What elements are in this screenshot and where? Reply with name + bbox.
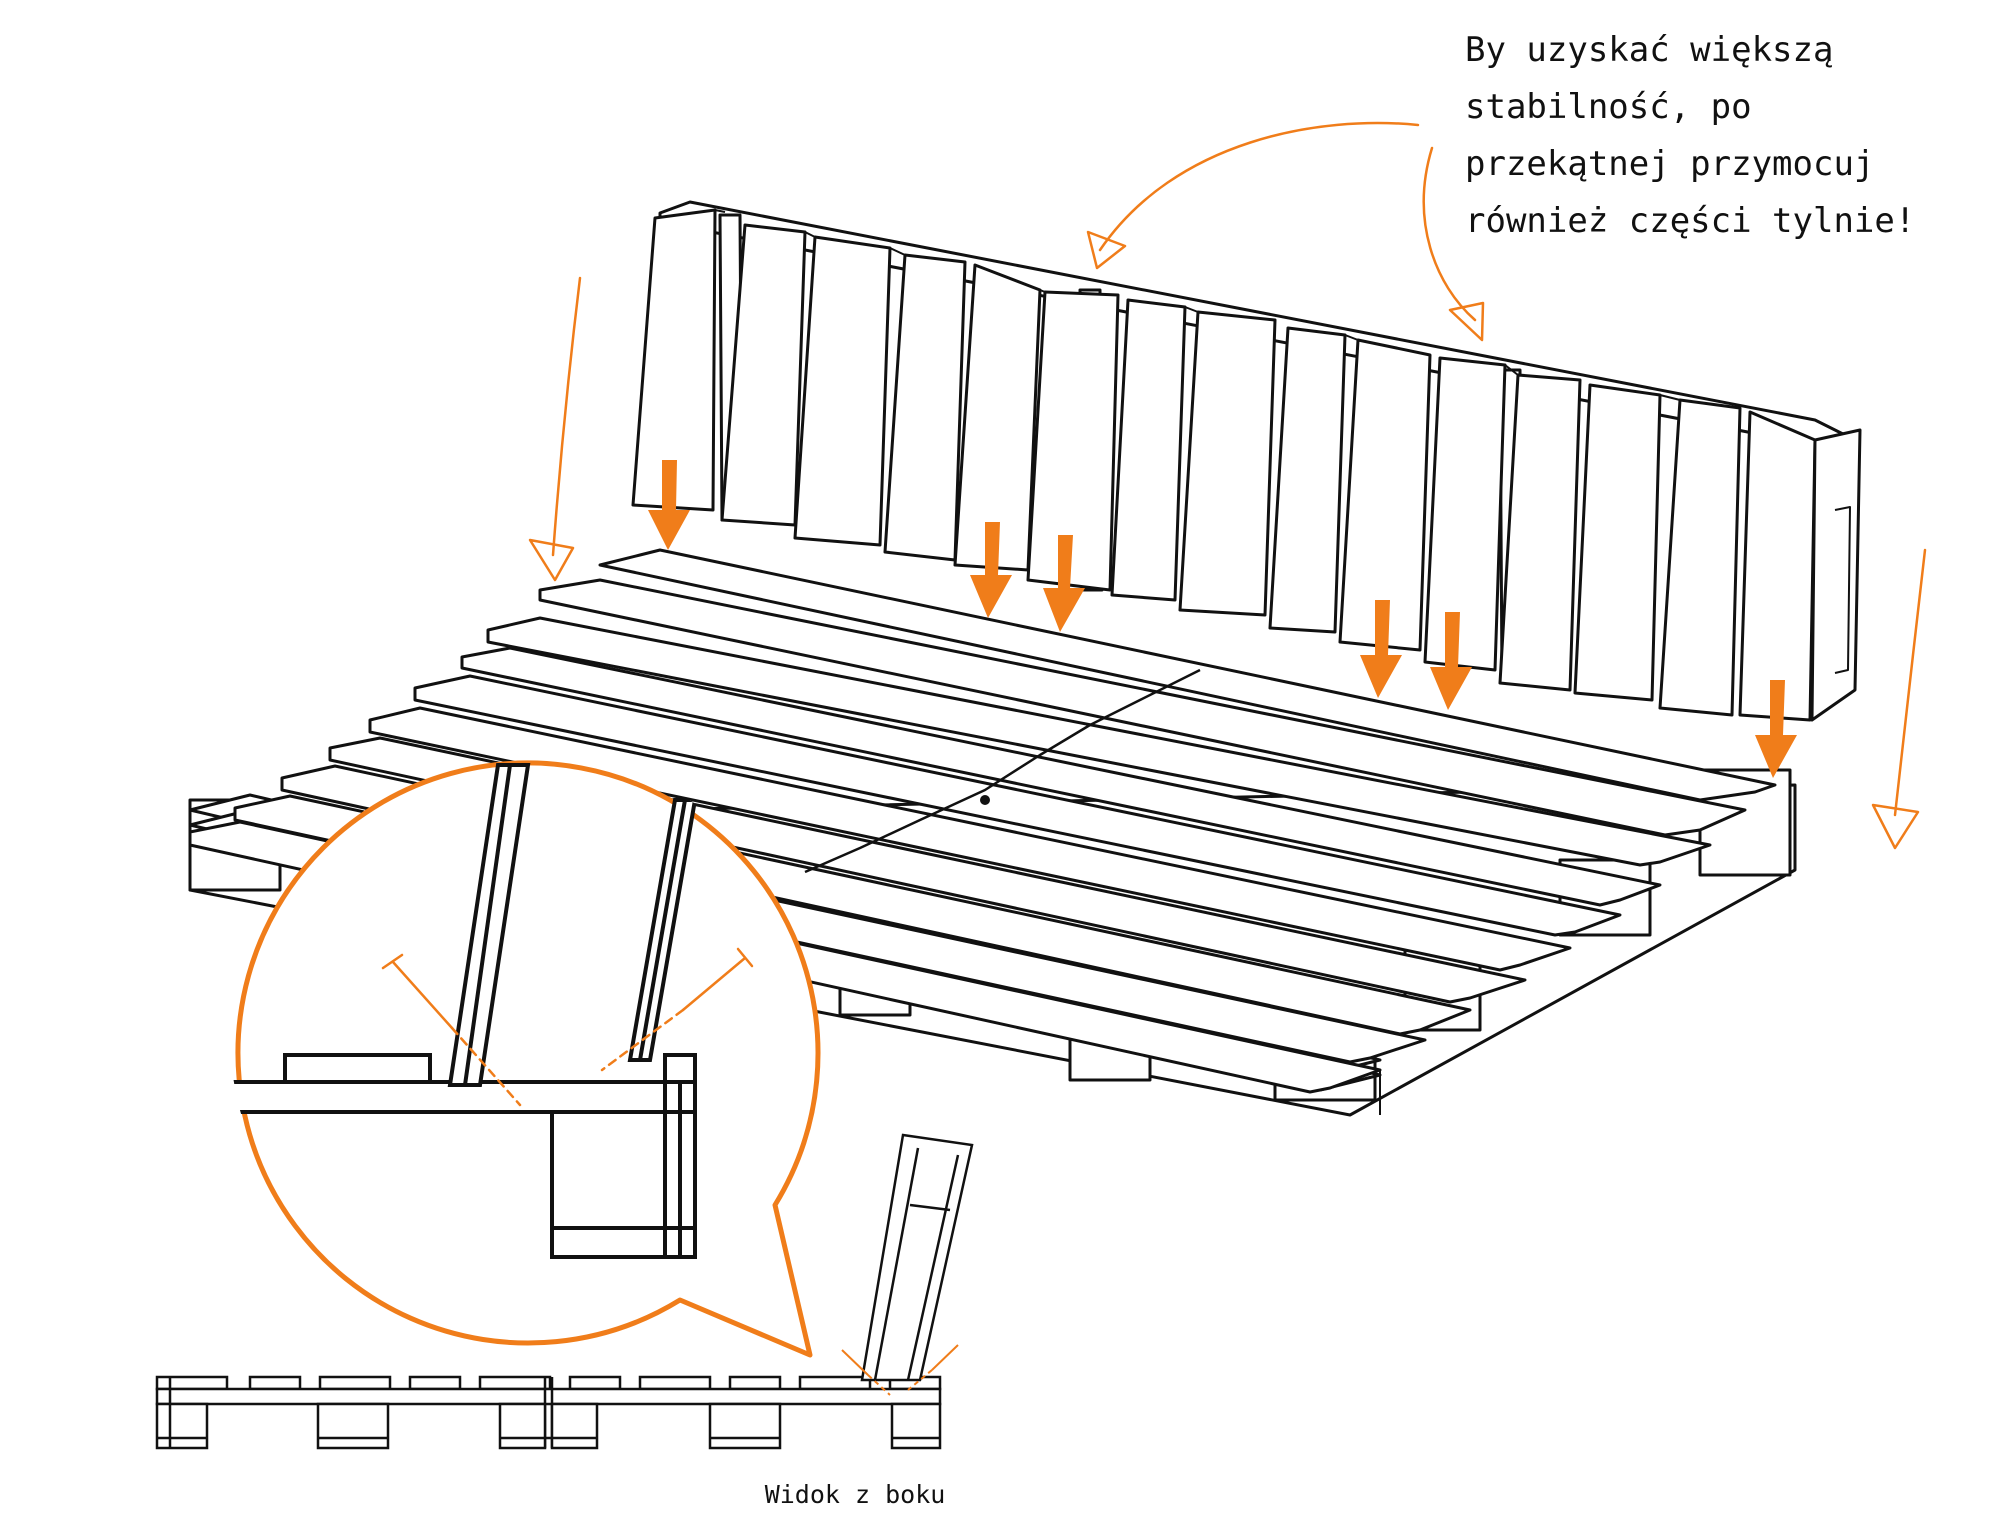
detail-callout — [230, 760, 821, 1358]
down-arrow-icon — [648, 460, 690, 550]
backrest-slat — [1026, 290, 1120, 592]
backrest-slat — [1268, 326, 1347, 634]
seat-deck-board — [413, 674, 1622, 937]
detail-block — [550, 1110, 697, 1259]
placement-arrows — [648, 460, 1797, 778]
backrest-slat — [1178, 310, 1277, 617]
down-arrow-icon — [1360, 600, 1402, 698]
down-arrow-icon — [970, 522, 1012, 618]
backrest-slat — [1658, 398, 1742, 717]
guide-arrows — [528, 121, 1927, 850]
backrest-slat — [793, 235, 892, 547]
left-guide-arrow-icon — [528, 276, 582, 582]
note-line: również części tylnie! — [1465, 201, 1916, 241]
down-arrow-icon — [1755, 680, 1797, 778]
down-arrow-icon — [1043, 535, 1085, 632]
side-view-backrest — [860, 1133, 974, 1382]
note-line: przekątnej przymocuj — [1465, 144, 1875, 184]
backrest-slat — [1573, 383, 1662, 702]
curved-arrow-down-icon — [1422, 146, 1485, 342]
backrest-slat — [1738, 410, 1817, 722]
detail-top-plank — [230, 1080, 697, 1114]
side-view — [155, 1133, 974, 1450]
down-arrow-icon — [1430, 612, 1472, 710]
note-line: By uzyskać większą — [1465, 30, 1834, 70]
screw-icon — [600, 947, 754, 1072]
seat-deck-board — [486, 616, 1712, 867]
note-line: stabilność, po — [1465, 87, 1752, 127]
backrest-slat — [883, 253, 967, 562]
seat-deck-board — [460, 646, 1662, 907]
backrest-slat — [631, 208, 717, 512]
seat-deck-board — [538, 578, 1747, 837]
backrest-end-block — [1810, 428, 1862, 722]
side-view-caption: Widok z boku — [764, 1480, 946, 1509]
detail-small-board — [283, 1053, 432, 1084]
side-view-deck — [155, 1387, 942, 1406]
seat-deck-board — [368, 706, 1572, 972]
stability-note: By uzyskać większą stabilność, po przeką… — [1465, 22, 1916, 250]
screw-icon — [381, 953, 522, 1107]
backrest-slat — [1338, 338, 1432, 652]
backrest-slat — [1498, 373, 1582, 692]
right-guide-arrow-icon — [1871, 548, 1927, 850]
backrest-slat — [1110, 298, 1187, 602]
backrest-pallet — [631, 200, 1862, 722]
curved-arrow-to-backrest-icon — [1086, 121, 1420, 270]
backrest-slat — [1423, 356, 1507, 672]
